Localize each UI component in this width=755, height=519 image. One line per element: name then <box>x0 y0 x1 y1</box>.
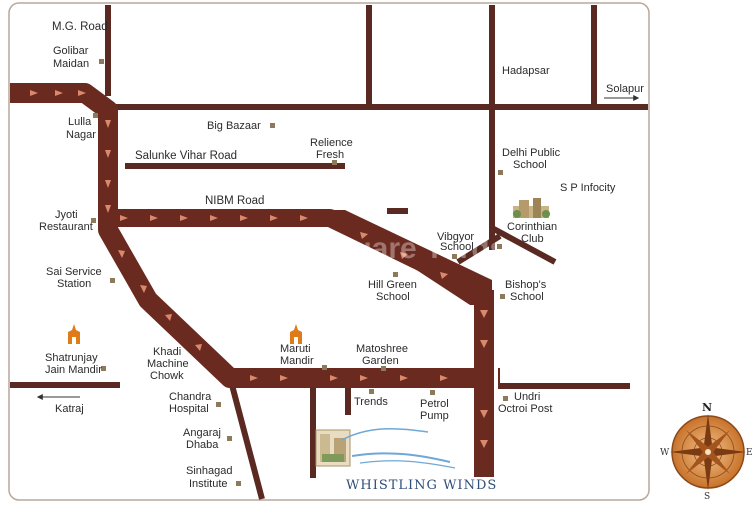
svg-text:Bishop's: Bishop's <box>505 279 547 291</box>
svg-text:Hospital: Hospital <box>169 403 209 415</box>
svg-text:Dhaba: Dhaba <box>186 439 219 451</box>
svg-text:Shatrunjay: Shatrunjay <box>45 352 98 364</box>
landmark-vibgyor-school: Vibgyor School <box>437 231 474 253</box>
club-building-icon <box>513 198 550 218</box>
svg-text:Restaurant: Restaurant <box>39 221 93 233</box>
svg-text:Undri: Undri <box>514 391 540 403</box>
landmark-delhi-public-school: Delhi Public School <box>502 147 561 171</box>
svg-text:School: School <box>376 291 410 303</box>
temple-icon <box>290 324 302 344</box>
svg-text:Delhi Public: Delhi Public <box>502 147 561 159</box>
landmark-big-bazaar: Big Bazaar <box>207 120 261 132</box>
road-label-mg-road: M.G. Road <box>52 21 108 33</box>
svg-text:Club: Club <box>521 233 544 245</box>
road-label-nibm: NIBM Road <box>205 195 264 207</box>
svg-text:School: School <box>510 291 544 303</box>
svg-text:Institute: Institute <box>189 478 228 490</box>
svg-text:Relience: Relience <box>310 137 353 149</box>
svg-text:Katraj: Katraj <box>55 403 84 415</box>
svg-text:Jyoti: Jyoti <box>55 209 78 221</box>
project-building-icon <box>315 429 351 467</box>
landmark-hadapsar: Hadapsar <box>502 65 550 77</box>
svg-text:Corinthian: Corinthian <box>507 221 557 233</box>
compass-north-label: N <box>702 401 712 414</box>
temple-icon <box>68 324 80 344</box>
landmark-lulla-nagar: Lulla Nagar <box>66 116 96 141</box>
svg-text:Fresh: Fresh <box>316 149 344 161</box>
landmark-shatrunjay-jain-mandir: Shatrunjay Jain Mandir <box>45 352 102 376</box>
landmark-angaraj-dhaba: Angaraj Dhaba <box>183 427 221 451</box>
road-label-salunke-vihar: Salunke Vihar Road <box>135 150 237 162</box>
svg-text:Mandir: Mandir <box>280 355 314 367</box>
landmark-jyoti-restaurant: Jyoti Restaurant <box>39 209 93 233</box>
compass-east-label: E <box>746 448 753 458</box>
landmark-khadi-machine-chowk: Khadi Machine Chowk <box>147 346 189 382</box>
svg-text:Nagar: Nagar <box>66 129 96 141</box>
landmark-chandra-hospital: Chandra Hospital <box>169 391 212 415</box>
svg-text:School: School <box>440 241 474 253</box>
svg-text:Vibgyor: Vibgyor <box>437 231 474 243</box>
svg-text:Matoshree: Matoshree <box>356 343 408 355</box>
road-arrows <box>30 90 488 448</box>
landmark-sinhagad-institute: Sinhagad Institute <box>186 465 233 490</box>
svg-text:Garden: Garden <box>362 355 399 367</box>
svg-text:Maidan: Maidan <box>53 58 89 70</box>
svg-text:Golibar: Golibar <box>53 45 89 57</box>
compass-south-label: S <box>704 492 710 502</box>
svg-text:Machine: Machine <box>147 358 189 370</box>
landmark-sai-service-station: Sai Service Station <box>46 266 102 290</box>
direction-solapur: Solapur <box>604 83 644 101</box>
svg-text:Station: Station <box>57 278 91 290</box>
svg-text:Octroi Post: Octroi Post <box>498 403 552 415</box>
svg-text:Hill Green: Hill Green <box>368 279 417 291</box>
landmark-bishops-school: Bishop's School <box>505 279 547 303</box>
landmark-golibar-maidan: Golibar Maidan <box>53 45 89 70</box>
landmark-trends: Trends <box>354 396 388 408</box>
landmark-maruti-mandir: Maruti Mandir <box>280 343 314 367</box>
landmark-hill-green-school: Hill Green School <box>368 279 417 303</box>
svg-text:Sai Service: Sai Service <box>46 266 102 278</box>
svg-text:Angaraj: Angaraj <box>183 427 221 439</box>
svg-text:Khadi: Khadi <box>153 346 181 358</box>
landmark-corinthian-club: Corinthian Club <box>507 221 557 245</box>
landmark-markers <box>91 59 508 486</box>
svg-text:Jain Mandir: Jain Mandir <box>45 364 102 376</box>
svg-text:Lulla: Lulla <box>68 116 92 128</box>
svg-text:Chandra: Chandra <box>169 391 212 403</box>
svg-text:Chowk: Chowk <box>150 370 184 382</box>
compass-icon <box>670 414 746 490</box>
whistling-winds-swoosh <box>341 428 456 469</box>
project-name: WHISTLING WINDS <box>346 478 497 493</box>
minor-roads <box>10 5 648 500</box>
svg-text:School: School <box>513 159 547 171</box>
direction-katraj: Katraj <box>36 394 84 415</box>
compass-west-label: W <box>660 448 670 458</box>
landmark-petrol-pump: Petrol Pump <box>420 398 449 422</box>
svg-text:Maruti: Maruti <box>280 343 311 355</box>
svg-text:Solapur: Solapur <box>606 83 644 95</box>
svg-text:Petrol: Petrol <box>420 398 449 410</box>
svg-text:Sinhagad: Sinhagad <box>186 465 233 477</box>
landmark-matoshree-garden: Matoshree Garden <box>356 343 408 367</box>
svg-text:Pump: Pump <box>420 410 449 422</box>
landmark-undri-octroi-post: Undri Octroi Post <box>498 391 552 415</box>
landmark-relience-fresh: Relience Fresh <box>310 137 353 161</box>
landmark-sp-infocity: S P Infocity <box>560 182 616 194</box>
watermark: Square Yards <box>315 232 506 265</box>
